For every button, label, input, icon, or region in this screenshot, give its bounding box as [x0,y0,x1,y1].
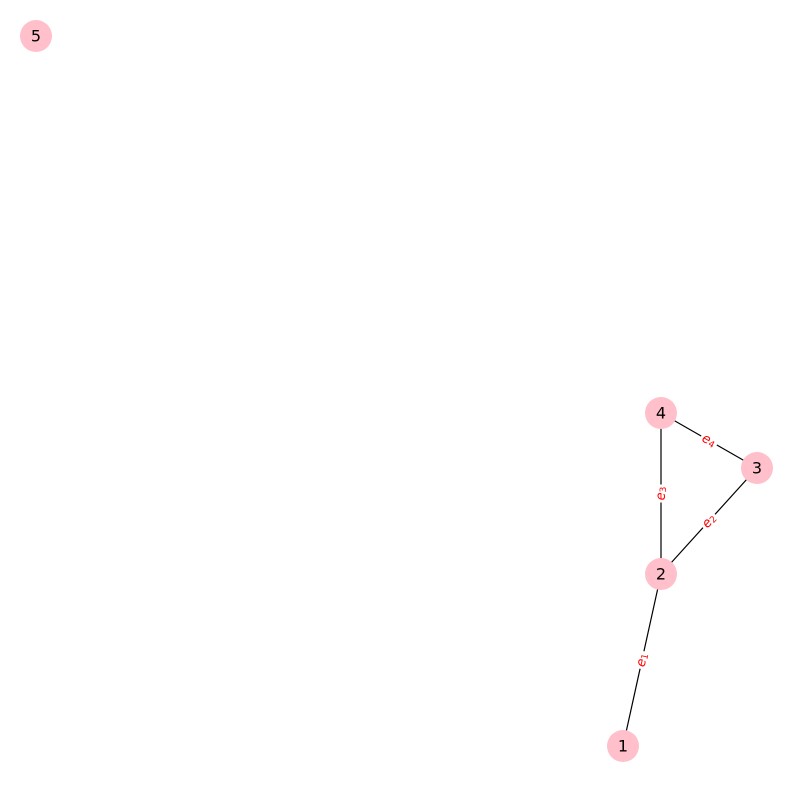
edge-label-subscript: 3 [659,487,669,493]
edge-label-base: e [633,657,649,668]
node-2: 2 [645,558,677,590]
node-5: 5 [20,20,52,52]
edge-label-subscript: 2 [708,515,719,526]
node-circle [607,730,639,762]
node-label: 1 [618,737,628,756]
edge-label: e1 [633,652,651,669]
node-circle [20,20,52,52]
edge-label-background [697,508,721,533]
edge-label-subscript: 4 [706,439,716,451]
node-label: 2 [656,565,666,584]
edge-label-group-1: e1 [632,649,651,671]
node-4: 4 [645,397,677,429]
edge-label-subscript: 1 [640,653,651,661]
node-label: 5 [31,27,41,46]
nodes-layer: 1 2 3 4 5 [20,20,773,762]
edge-label-group-3: e3 [653,484,670,503]
edge-label-base: e [654,492,669,500]
node-label: 3 [752,459,762,478]
edge-label-group-4: e4 [697,429,721,452]
edge-label-background [697,429,721,452]
node-label: 4 [656,404,666,423]
node-circle [645,558,677,590]
edge-label-background [632,649,651,671]
edge-label: e3 [654,487,670,501]
edges-layer [622,412,758,747]
node-circle [741,452,773,484]
edge-label-group-2: e2 [697,508,721,533]
node-1: 1 [607,730,639,762]
node-circle [645,397,677,429]
node-3: 3 [741,452,773,484]
edge-label-background [653,484,668,503]
